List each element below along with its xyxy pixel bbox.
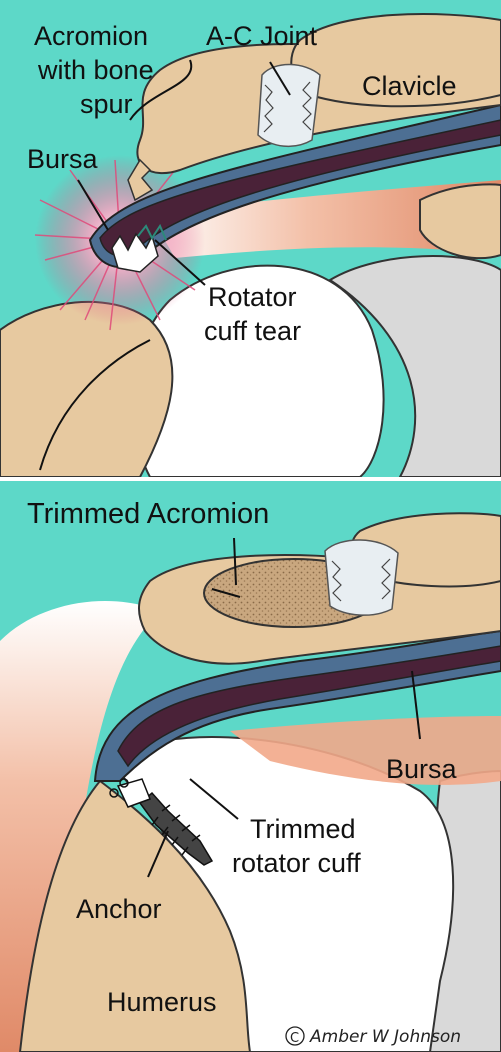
bursa-label: Bursa: [386, 754, 458, 784]
shoulder-repair-illustration: Trimmed Acromion Bursa Trimmed rotator c…: [0, 481, 501, 1052]
ac-joint-capsule: [258, 64, 320, 146]
trimmed-acromion-label: Trimmed Acromion: [27, 498, 269, 530]
acromion-label-line1: Acromion: [34, 21, 148, 51]
bottom-panel-after-surgery: Trimmed Acromion Bursa Trimmed rotator c…: [0, 481, 501, 1052]
humerus-label: Humerus: [107, 987, 217, 1017]
trimmed-cuff-label-line1: Trimmed: [250, 814, 356, 844]
bursa-label: Bursa: [27, 144, 99, 174]
acromion-label-line2: with bone: [37, 55, 154, 85]
tear-label-line2: cuff tear: [204, 316, 301, 346]
copyright-credit: C Amber W Johnson: [286, 1027, 461, 1047]
humerus-bone: [0, 302, 172, 477]
credit-text: Amber W Johnson: [309, 1027, 461, 1047]
acromion-label-line3: spur: [80, 89, 133, 119]
copyright-symbol: C: [290, 1031, 299, 1046]
tear-label-line1: Rotator: [208, 282, 297, 312]
top-panel-before-surgery: Acromion with bone spur A-C Joint Clavic…: [0, 0, 501, 477]
trimmed-cuff-label-line2: rotator cuff: [232, 848, 361, 878]
clavicle-label: Clavicle: [362, 71, 457, 101]
anchor-label: Anchor: [76, 894, 162, 924]
ac-joint-label: A-C Joint: [206, 21, 318, 51]
shoulder-impingement-illustration: Acromion with bone spur A-C Joint Clavic…: [0, 0, 501, 477]
